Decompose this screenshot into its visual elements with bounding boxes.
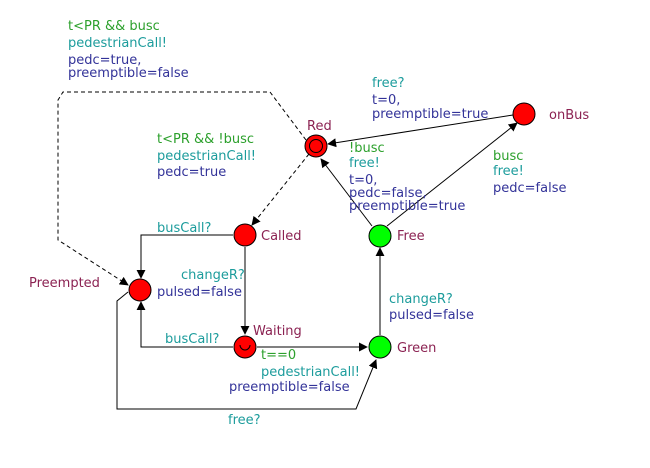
state-preempted-node xyxy=(128,278,152,302)
sync-free-onbus: free! xyxy=(493,164,524,179)
state-red xyxy=(304,134,328,158)
state-waiting xyxy=(233,335,257,359)
sync-waiting-green: pedestrianCall! xyxy=(261,365,360,380)
state-label-preempted: Preempted xyxy=(29,276,100,291)
update-red-called-1: pedc=true xyxy=(157,165,226,180)
state-onbus-node xyxy=(512,102,536,126)
sync-red-preempted: pedestrianCall! xyxy=(68,36,167,51)
sync-red-called: pedestrianCall! xyxy=(157,149,256,164)
sync-green-free: changeR? xyxy=(389,292,453,307)
state-waiting-node xyxy=(233,335,257,359)
state-label-red: Red xyxy=(307,119,332,134)
update-free-red-2: pedc=false, xyxy=(349,186,427,201)
update-free-red-3: preemptible=true xyxy=(349,199,465,214)
state-label-green: Green xyxy=(397,341,436,356)
edge-waiting-to-preempted xyxy=(136,301,233,348)
sync-waiting-preempted: busCall? xyxy=(165,332,219,347)
edge-red-to-preempted xyxy=(57,91,307,286)
state-label-free: Free xyxy=(397,229,425,244)
edge-free-to-red xyxy=(320,158,373,227)
sync-preempted-green: free? xyxy=(228,413,261,428)
edge-preempted-to-green xyxy=(116,291,378,410)
update-onbus-red-1: t=0, xyxy=(372,93,400,108)
state-green-node xyxy=(368,335,392,359)
guard-free-red: !busc xyxy=(349,141,385,156)
state-label-called: Called xyxy=(261,229,302,244)
update-onbus-red-2: preemptible=true xyxy=(372,107,488,122)
state-red-node xyxy=(304,134,328,158)
update-called-waiting-1: pulsed=false xyxy=(157,285,242,300)
sync-onbus-red: free? xyxy=(372,76,405,91)
update-free-onbus-1: pedc=false xyxy=(493,181,566,196)
edge-called-to-preempted xyxy=(136,234,233,279)
update-free-red-1: t=0, xyxy=(349,173,377,188)
state-free-node xyxy=(368,224,392,248)
state-red-inner-ring xyxy=(309,139,323,153)
guard-waiting-green: t==0 xyxy=(261,348,296,363)
sync-free-red: free! xyxy=(349,156,380,171)
state-waiting-clock-mark xyxy=(239,344,251,351)
state-label-waiting: Waiting xyxy=(253,324,302,339)
guard-free-onbus: busc xyxy=(493,149,523,164)
guard-red-preempted: t<PR && busc xyxy=(68,19,160,34)
guard-red-called: t<PR && !busc xyxy=(157,132,254,147)
edge-red-to-called xyxy=(251,153,310,226)
update-red-preempted-1: pedc=true, xyxy=(68,53,141,68)
update-red-preempted-2: preemptible=false xyxy=(68,66,189,81)
edge-free-to-onbus xyxy=(386,122,518,227)
edge-onbus-to-red xyxy=(327,114,514,148)
update-waiting-green-1: preemptible=false xyxy=(229,380,350,395)
state-label-onbus: onBus xyxy=(549,108,589,123)
state-called-node xyxy=(233,223,257,247)
sync-called-preempted: busCall? xyxy=(157,221,211,236)
sync-called-waiting: changeR? xyxy=(181,268,245,283)
update-green-free-1: pulsed=false xyxy=(389,308,474,323)
